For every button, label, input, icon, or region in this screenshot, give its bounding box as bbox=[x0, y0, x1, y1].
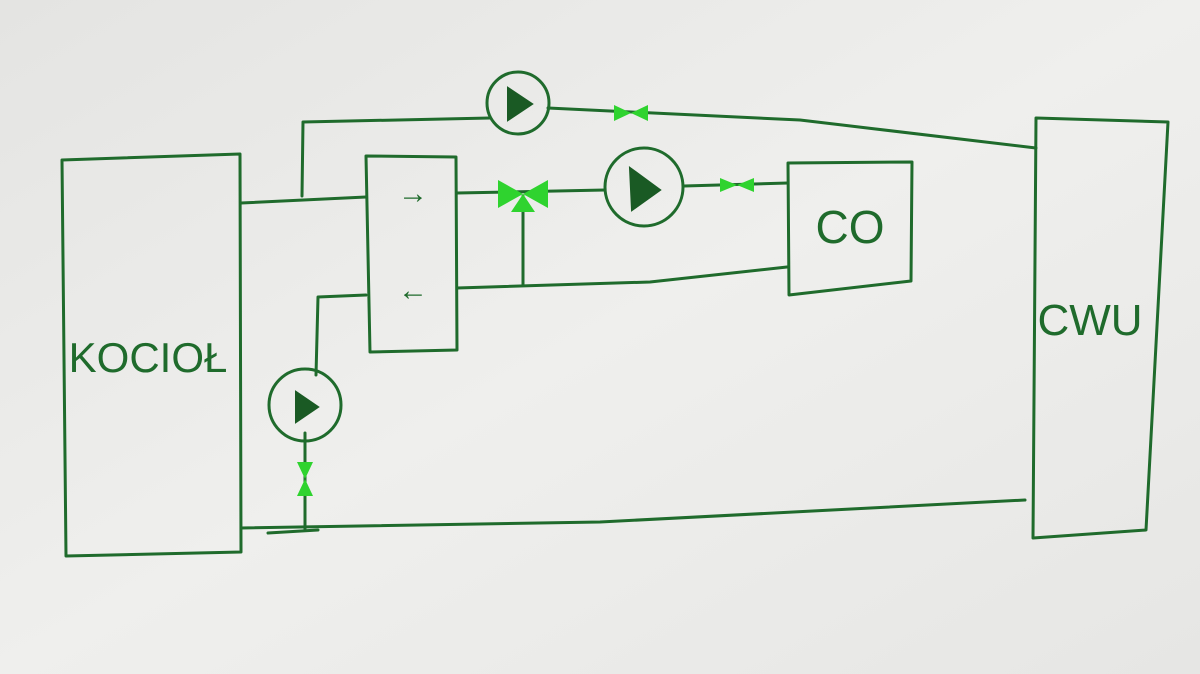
hot-water-label: CWU bbox=[1037, 296, 1142, 345]
pump-icon bbox=[485, 70, 551, 136]
pump-icon bbox=[267, 367, 343, 443]
heating-label: CO bbox=[816, 201, 885, 253]
valve-icon bbox=[297, 462, 313, 496]
pump-icon bbox=[603, 146, 685, 228]
valve-icon bbox=[614, 105, 648, 121]
valve-icon bbox=[720, 178, 754, 192]
hot-water-tank: CWU bbox=[1031, 116, 1170, 540]
mixing-box: → ← bbox=[364, 154, 459, 354]
boiler-label: KOCIOŁ bbox=[69, 334, 228, 381]
three-way-valve-icon bbox=[498, 180, 548, 212]
return-arrow: ← bbox=[398, 274, 428, 307]
heating-circuit: CO bbox=[786, 160, 914, 297]
boiler: KOCIOŁ bbox=[60, 152, 243, 558]
supply-arrow: → bbox=[398, 177, 428, 210]
